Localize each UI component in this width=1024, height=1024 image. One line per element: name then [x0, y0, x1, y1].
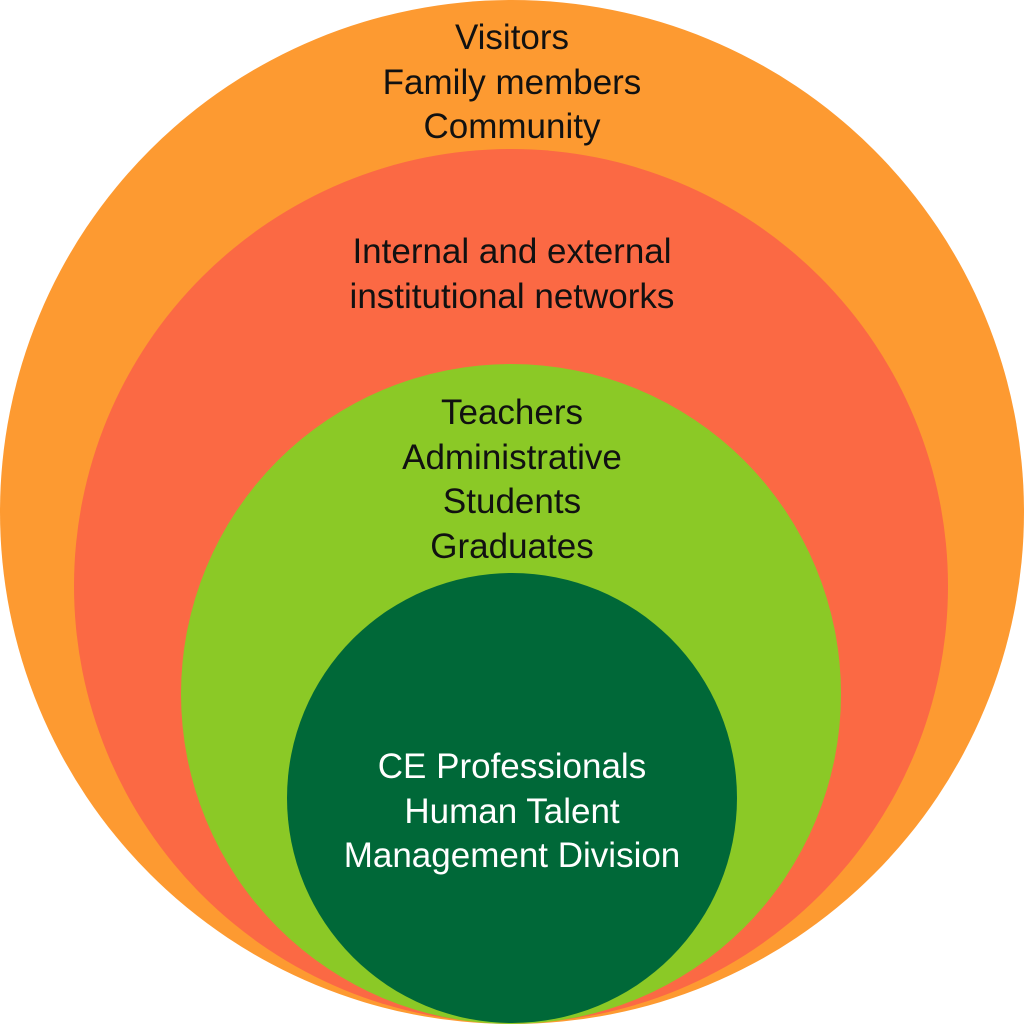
inner-circle-label: CE Professionals Human Talent Management…	[0, 745, 1024, 879]
label-line: institutional networks	[349, 276, 675, 316]
third-ring-label: Teachers Administrative Students Graduat…	[0, 391, 1024, 569]
label-line: Graduates	[430, 526, 594, 566]
label-line: Family members	[382, 62, 642, 102]
label-line: CE Professionals	[377, 747, 647, 786]
label-line: Teachers	[440, 393, 584, 432]
label-line: Visitors	[454, 18, 570, 57]
label-line: Community	[423, 107, 601, 146]
label-line: Management Division	[343, 836, 681, 875]
label-line: Internal and external	[352, 232, 672, 271]
label-line: Human Talent	[404, 791, 620, 831]
inner-circle-ce-professionals	[287, 573, 737, 1023]
label-line: Students	[442, 482, 582, 521]
outer-ring-label: Visitors Family members Community	[0, 16, 1024, 150]
label-line: Administrative	[402, 437, 622, 477]
second-ring-label: Internal and external institutional netw…	[0, 230, 1024, 319]
